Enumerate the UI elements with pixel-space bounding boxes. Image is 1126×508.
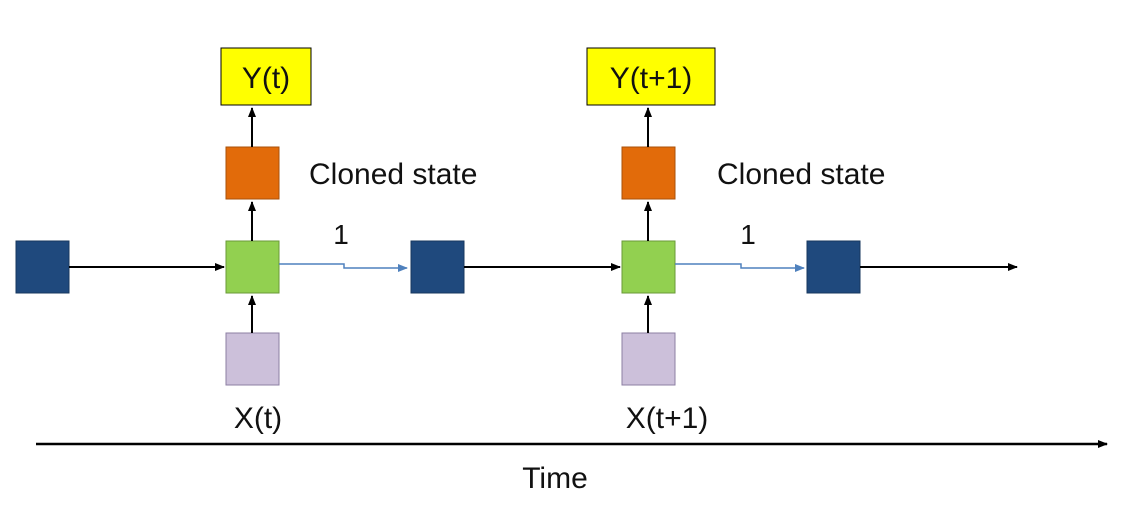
context-node <box>806 240 861 294</box>
copy-weight-arrow <box>675 263 805 272</box>
input-box <box>225 332 280 386</box>
output-label: Y(t) <box>242 62 290 95</box>
input-label: X(t+1) <box>626 402 709 435</box>
input-box <box>621 332 676 386</box>
copy-weight-label: 1 <box>333 219 349 250</box>
input-label: X(t) <box>234 402 282 435</box>
output-label: Y(t+1) <box>610 62 693 95</box>
context-node <box>15 240 70 294</box>
cloned-state-box <box>225 146 280 200</box>
hidden-node <box>225 240 280 294</box>
cloned-state-label: Cloned state <box>309 158 477 191</box>
output-box <box>220 47 312 106</box>
context-node <box>410 240 465 294</box>
copy-weight-arrow <box>279 263 408 272</box>
hidden-node <box>621 240 676 294</box>
output-box <box>586 47 716 106</box>
cloned-state-label: Cloned state <box>717 158 885 191</box>
copy-weight-label: 1 <box>740 219 756 250</box>
cloned-state-box <box>621 146 676 200</box>
time-axis-label: Time <box>522 462 588 495</box>
